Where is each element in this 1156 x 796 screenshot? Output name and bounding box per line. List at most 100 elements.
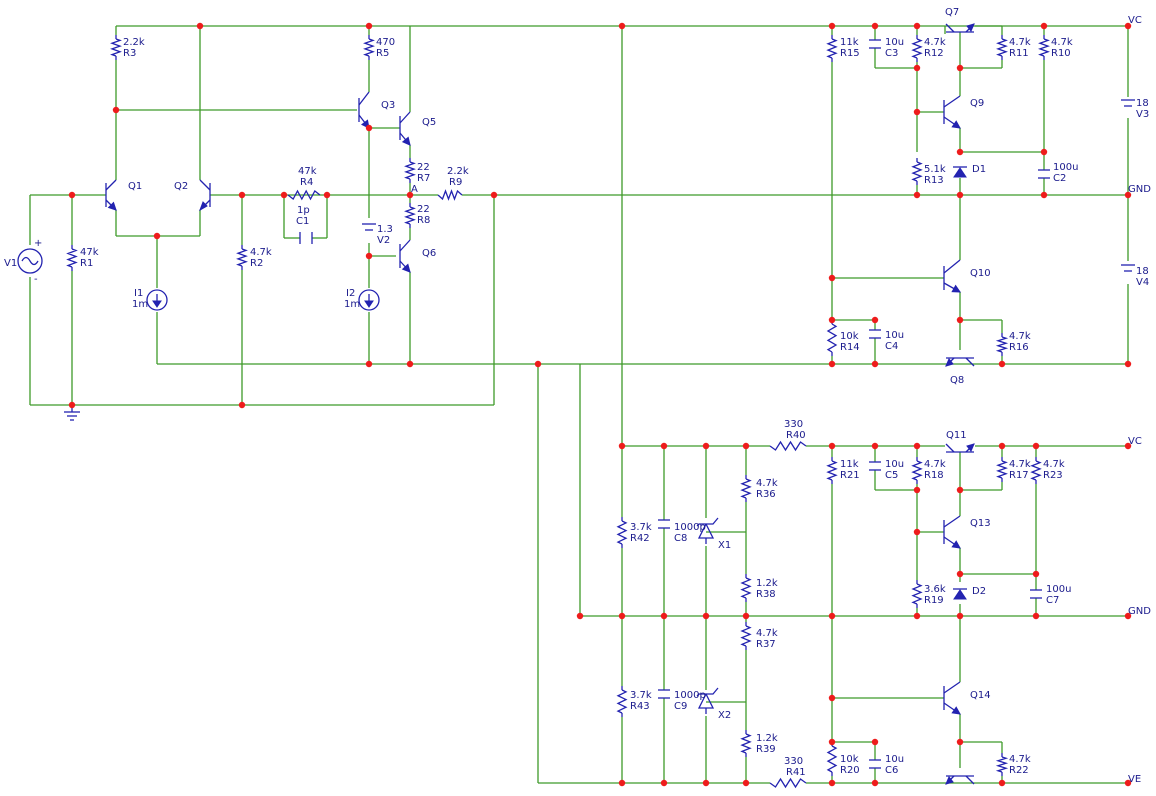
- label-r4-value: 47k: [298, 166, 317, 177]
- label-q10: Q10: [970, 268, 991, 279]
- junction-node-18: [828, 22, 836, 30]
- junction-node-4: [196, 22, 204, 30]
- label-r41-value: 330: [784, 756, 803, 767]
- battery-v3: [1121, 99, 1135, 107]
- label-r1-ref: R1: [80, 258, 93, 269]
- components: +-: [17, 23, 1135, 789]
- label-q11: Q11: [946, 430, 967, 441]
- junction-node-68: [956, 738, 964, 746]
- label-r38-value: 1.2k: [756, 578, 778, 589]
- transistor-q10: [943, 259, 961, 293]
- label-c4-ref: C4: [885, 341, 898, 352]
- resistor-r20: [826, 742, 838, 776]
- junction-node-67: [871, 738, 879, 746]
- label-c5-ref: C5: [885, 470, 898, 481]
- capacitor-c6: [869, 759, 881, 769]
- label-r2-value: 4.7k: [250, 247, 272, 258]
- net-label-ve: VE: [1128, 774, 1141, 785]
- wires: [29, 25, 1129, 784]
- junction-node-49: [1124, 442, 1132, 450]
- labels: V147kR14.7kR22.2kR3470R522R722R847kR42.2…: [4, 7, 1151, 785]
- junction-node-22: [1124, 22, 1132, 30]
- junction-node-50: [913, 486, 921, 494]
- resistor-r13: [911, 158, 923, 185]
- label-r20-value: 10k: [840, 754, 859, 765]
- junction-node-27: [1040, 148, 1048, 156]
- label-q3: Q3: [381, 100, 395, 111]
- junction-node-53: [956, 570, 964, 578]
- label-r14-ref: R14: [840, 342, 860, 353]
- label-r21-ref: R21: [840, 470, 860, 481]
- label-r38-ref: R38: [756, 589, 776, 600]
- label-r7-value: 22: [417, 162, 430, 173]
- resistor-r14: [826, 320, 838, 356]
- label-v1: V1: [4, 258, 17, 269]
- label-r42-ref: R42: [630, 533, 650, 544]
- resistor-r43: [616, 686, 628, 717]
- resistor-r22: [995, 753, 1009, 776]
- label-r9-ref: R9: [449, 177, 462, 188]
- diode-d1: [953, 166, 967, 178]
- junction-node-5: [238, 191, 246, 199]
- junction-node-24: [956, 64, 964, 72]
- junction-node-48: [1032, 442, 1040, 450]
- junction-node-20: [913, 22, 921, 30]
- junction-node-62: [956, 612, 964, 620]
- junction-node-16: [534, 360, 542, 368]
- transistor-q14: [943, 681, 961, 715]
- resistor-r38: [740, 574, 752, 602]
- label-c7-value: 100u: [1046, 584, 1071, 595]
- ac-source-v1: +-: [17, 238, 43, 285]
- label-i2-ref: I2: [346, 288, 355, 299]
- label-r16-ref: R16: [1009, 342, 1029, 353]
- junction-node-65: [828, 694, 836, 702]
- junction-node-51: [956, 486, 964, 494]
- resistor-r12: [911, 35, 923, 62]
- label-q8: Q8: [950, 375, 964, 386]
- junction-node-75: [998, 779, 1006, 787]
- junction-node-21: [1040, 22, 1048, 30]
- net-label-gnd-2: GND: [1128, 606, 1151, 617]
- label-r5-value: 470: [376, 37, 395, 48]
- junction-node-34: [871, 316, 879, 324]
- junction-node-52: [913, 528, 921, 536]
- capacitor-c3: [869, 39, 881, 49]
- current-source-i2: [358, 289, 380, 311]
- junction-node-19: [871, 22, 879, 30]
- junction-node-9: [365, 22, 373, 30]
- label-r13-ref: R13: [924, 175, 944, 186]
- junction-node-14: [406, 360, 414, 368]
- resistor-r3: [110, 35, 122, 60]
- label-c8-ref: C8: [674, 533, 687, 544]
- resistor-r1: [66, 245, 78, 271]
- label-q5: Q5: [422, 117, 436, 128]
- svg-text:+: +: [34, 238, 42, 249]
- capacitor-c8: [658, 519, 670, 529]
- label-r17-value: 4.7k: [1009, 459, 1031, 470]
- label-r20-ref: R20: [840, 765, 860, 776]
- junction-node-63: [1032, 612, 1040, 620]
- label-c6-value: 10u: [885, 754, 904, 765]
- junction-node-56: [618, 612, 626, 620]
- resistor-r18: [911, 457, 923, 484]
- label-r17-ref: R17: [1009, 470, 1029, 481]
- label-r39-value: 1.2k: [756, 733, 778, 744]
- diode-d2: [953, 588, 967, 600]
- transistor-q13: [943, 515, 961, 549]
- net-label-vc-1: VC: [1128, 15, 1142, 26]
- label-r22-ref: R22: [1009, 765, 1029, 776]
- label-r15-ref: R15: [840, 48, 860, 59]
- label-q13: Q13: [970, 518, 991, 529]
- label-r2-ref: R2: [250, 258, 263, 269]
- junction-node-47: [998, 442, 1006, 450]
- label-r39-ref: R39: [756, 744, 776, 755]
- junction-node-39: [1124, 360, 1132, 368]
- resistor-r16: [995, 333, 1009, 356]
- current-source-i1: [146, 289, 168, 311]
- label-r23-ref: R23: [1043, 470, 1063, 481]
- label-r1-value: 47k: [80, 247, 99, 258]
- zener-x1: [696, 517, 719, 544]
- junction-node-0: [68, 191, 76, 199]
- label-i1-value: 1m: [132, 299, 148, 310]
- label-r12-ref: R12: [924, 48, 944, 59]
